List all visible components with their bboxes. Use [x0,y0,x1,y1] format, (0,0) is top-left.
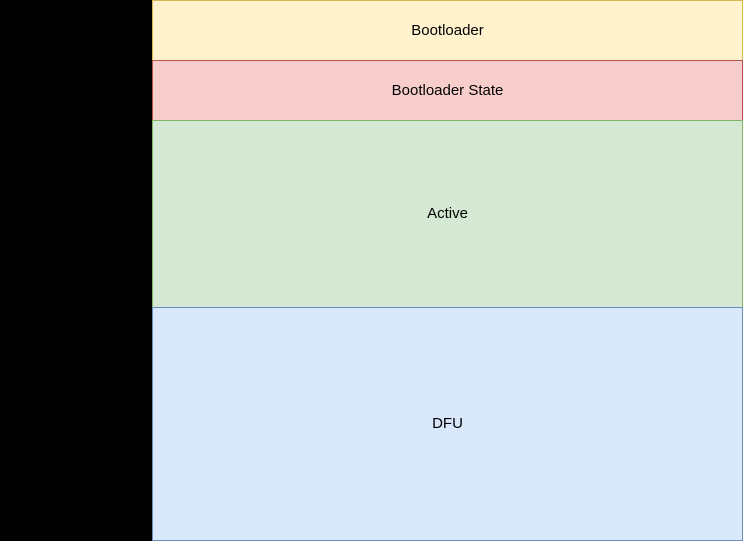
black-panel [0,0,152,541]
region-active-label: Active [427,205,468,222]
region-bootloader-state: Bootloader State [152,60,743,121]
region-bootloader: Bootloader [152,0,743,61]
region-bootloader-state-label: Bootloader State [391,81,504,99]
region-dfu-label: DFU [432,415,463,432]
region-active: Active [152,120,743,308]
memory-regions: Bootloader Bootloader State Active DFU [152,0,743,541]
region-dfu: DFU [152,307,743,541]
region-bootloader-label: Bootloader [411,21,484,39]
